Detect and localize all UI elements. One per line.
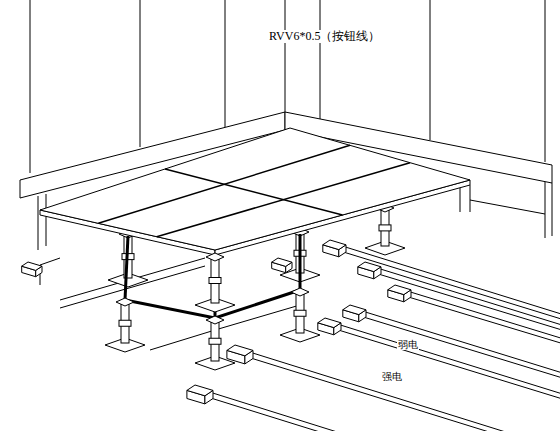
skirting-support [470, 200, 545, 214]
cable [344, 252, 560, 318]
junction-box [343, 305, 366, 315]
skirting-support [552, 183, 553, 236]
junction-box [318, 318, 341, 328]
wall-corner [285, 0, 286, 112]
cable [346, 247, 560, 313]
wall-line [430, 0, 431, 140]
skirting-support [545, 182, 546, 238]
junction-box [388, 285, 411, 295]
pedestal-nut [209, 338, 221, 344]
cable [366, 312, 560, 372]
junction-box [358, 262, 381, 272]
stringer [299, 234, 302, 290]
cable [364, 317, 560, 377]
wall-line [320, 0, 321, 119]
callout-label: 弱电 [397, 339, 419, 350]
callout-label: 强电 [381, 371, 403, 382]
pedestal-head [116, 298, 134, 306]
cable [213, 393, 560, 431]
pedestal-nut [379, 225, 391, 231]
junction-box [22, 262, 42, 270]
pedestal-nut [119, 320, 131, 326]
cable [150, 305, 300, 350]
callout-label: RVV6*0.5（按钮线） [268, 30, 381, 43]
panel-joint [157, 163, 410, 237]
cable [339, 330, 560, 398]
wall-line [545, 0, 546, 162]
junction-box [272, 258, 292, 266]
wall-line [140, 0, 141, 147]
junction-box [187, 385, 213, 396]
wall-line [30, 0, 31, 173]
pedestal-head [206, 253, 224, 261]
pedestal-head [206, 316, 224, 324]
cable [341, 325, 560, 393]
cable [411, 292, 560, 338]
pedestal-nut [209, 278, 221, 284]
pedestal-nut [294, 310, 306, 316]
wall-line [225, 0, 226, 127]
cable [251, 358, 560, 431]
cable [409, 297, 560, 343]
panel-joint [98, 145, 350, 223]
junction-box [227, 345, 253, 356]
junction-box [323, 240, 346, 250]
skirting-support [470, 185, 471, 212]
cable [40, 258, 60, 285]
panel-joint [165, 169, 343, 215]
cable [253, 353, 560, 431]
floor-panels [40, 128, 470, 250]
skirting-support [46, 194, 47, 246]
stringer [125, 236, 128, 300]
skirting-support [38, 196, 39, 250]
pedestal-head [291, 288, 309, 296]
cable [379, 274, 560, 329]
cable [211, 398, 560, 431]
